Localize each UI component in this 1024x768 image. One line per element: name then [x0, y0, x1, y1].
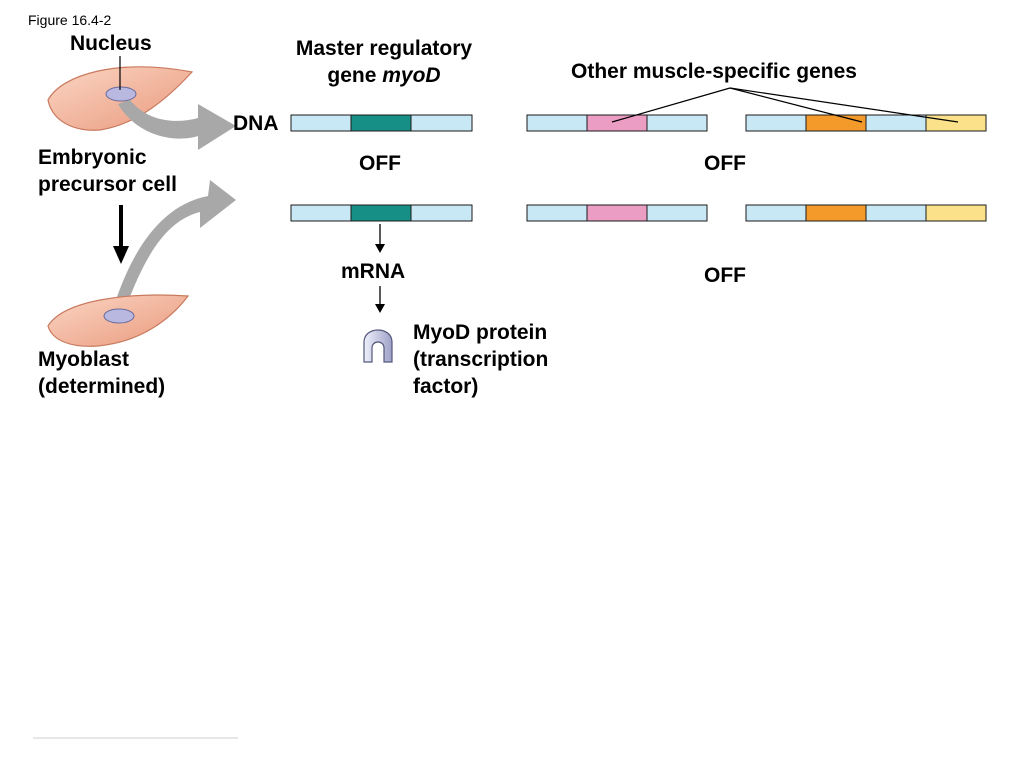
other-gene-segment-top-1 [526, 114, 708, 132]
off-label-other-bottom: OFF [704, 264, 746, 287]
other-gene-segment-top-2 [745, 114, 987, 132]
embryonic-cell-label: Embryonic precursor cell [38, 146, 177, 196]
off-label-master: OFF [359, 152, 401, 175]
off-label-other-top: OFF [704, 152, 746, 175]
embryonic-precursor-cell [47, 66, 194, 131]
transcription-arrow [375, 224, 385, 253]
master-gene-label: Master regulatory gene myoD [295, 37, 473, 87]
other-genes-label: Other muscle-specific genes [571, 60, 857, 83]
dna-label: DNA [233, 112, 279, 135]
down-arrow [113, 205, 129, 264]
nucleus-label: Nucleus [70, 32, 152, 55]
curved-arrow-bottom [112, 180, 236, 312]
nucleus-top [105, 86, 137, 102]
myod-protein-label: MyoD protein (transcription factor) [413, 321, 549, 398]
nucleus-bottom [103, 308, 135, 324]
myod-gene-segment-bottom [290, 204, 473, 222]
figure-label: Figure 16.4-2 [28, 12, 112, 28]
other-gene-segment-bottom-1 [526, 204, 708, 222]
other-genes-pointers [611, 87, 959, 123]
curved-arrow-top [118, 100, 236, 150]
dna-row-top [290, 114, 987, 132]
dna-row-bottom [290, 204, 987, 222]
myod-gene-segment-top [290, 114, 473, 132]
myod-protein-icon [363, 329, 393, 363]
myoblast-cell [47, 294, 190, 347]
mrna-label: mRNA [341, 260, 406, 283]
myoblast-label: Myoblast (determined) [38, 348, 166, 398]
translation-arrow [375, 286, 385, 313]
other-gene-segment-bottom-2 [745, 204, 987, 222]
